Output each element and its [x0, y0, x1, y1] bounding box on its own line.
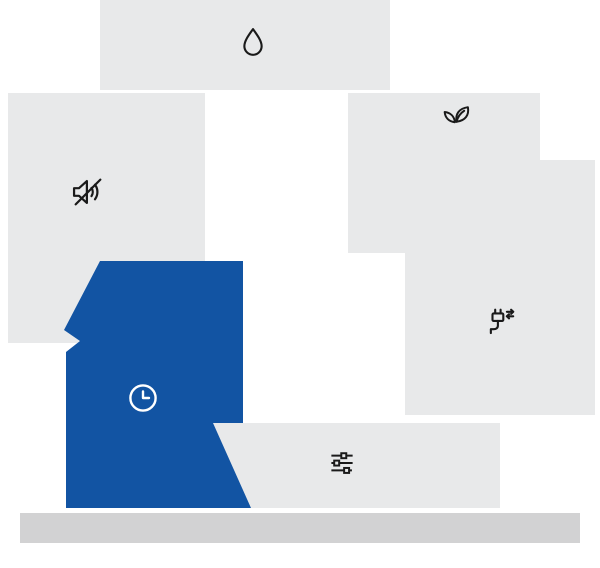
water-drop-icon: [236, 25, 270, 59]
plug-swap-icon: [482, 304, 518, 340]
banner-schedule[interactable]: [64, 261, 251, 508]
tile-water[interactable]: [100, 0, 390, 90]
speaker-muted-icon: [69, 173, 107, 211]
clock-icon: [125, 380, 161, 416]
bottom-bar: [20, 513, 580, 543]
leaf-icon: [439, 97, 473, 131]
sliders-icon: [325, 446, 359, 480]
tile-power-source[interactable]: [405, 160, 595, 415]
tile-settings[interactable]: [210, 423, 500, 508]
